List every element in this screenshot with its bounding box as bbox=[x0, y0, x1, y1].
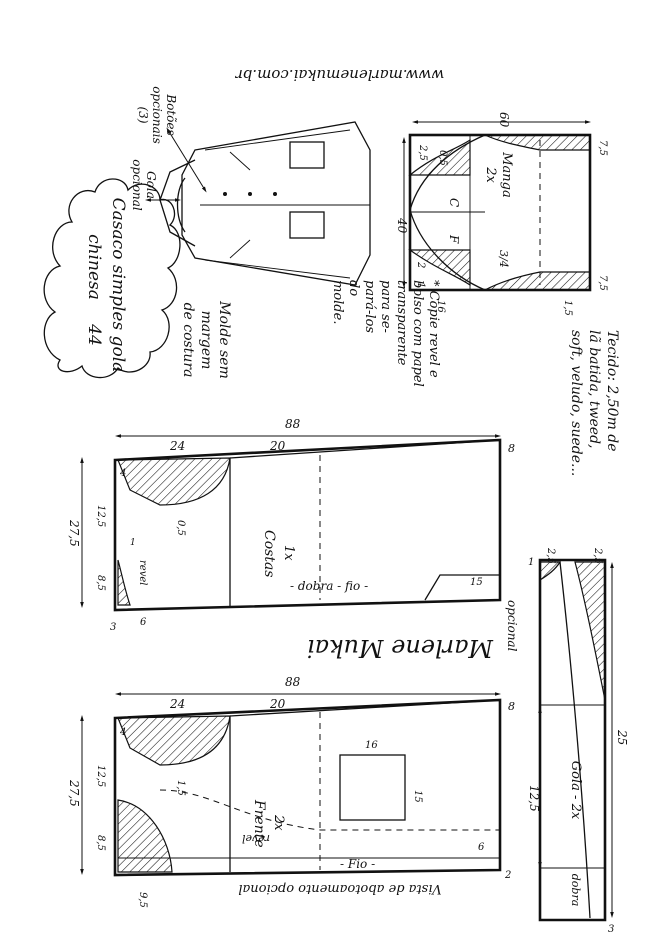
manga-dim-hem-side: 1,5 bbox=[562, 300, 573, 316]
costas-dobra-label: - dobra - fio - bbox=[290, 579, 368, 593]
frente-fio-label: - Fio - bbox=[340, 857, 375, 871]
manga-label-f: F bbox=[447, 234, 461, 244]
frente-pattern bbox=[113, 698, 502, 877]
manga-dim-width: 40 bbox=[395, 217, 409, 234]
manga-label-c: C bbox=[447, 198, 461, 207]
manga-dim-cap-f: 2 bbox=[415, 261, 426, 268]
copie-note-2: bolso com papel bbox=[410, 280, 425, 387]
frente-dim-width: 24 bbox=[169, 697, 185, 711]
manga-dim-length: 60 bbox=[497, 112, 511, 128]
costas-dim-small: 1 bbox=[130, 538, 136, 548]
molde-note-1: Molde sem bbox=[216, 300, 232, 379]
frente-revel-label: revel bbox=[242, 832, 270, 845]
frente-dim-pocket-in: 6 bbox=[478, 842, 485, 853]
gola-name: Gola - 2x bbox=[568, 761, 583, 820]
botoes-label-2: opcionais bbox=[150, 86, 164, 144]
manga-dim-cap-top: 2,5 bbox=[417, 144, 428, 161]
molde-note-2: margem bbox=[198, 311, 214, 370]
frente-dim-pocket-h: 15 bbox=[412, 790, 423, 803]
frente-dim-hem-in: 20 bbox=[269, 697, 286, 711]
frente-dim-length: 88 bbox=[285, 675, 301, 689]
frente-dim-seg-a: 12,5 bbox=[95, 765, 106, 787]
gola-pattern bbox=[538, 558, 607, 922]
costas-dim-seg-b: 8,5 bbox=[95, 575, 106, 591]
molde-note-3: de costura bbox=[180, 303, 196, 378]
gola-opcional-1: Gola bbox=[144, 171, 158, 199]
frente-dim-end: 8 bbox=[508, 700, 515, 713]
manga-dim-quarter: 3/4 bbox=[497, 250, 510, 268]
gola-opcional-2: opcional bbox=[130, 159, 144, 211]
title-size: 44 bbox=[84, 323, 104, 346]
costas-dim-hem-in: 20 bbox=[269, 439, 286, 453]
costas-dim-armhole: 0,5 bbox=[175, 520, 186, 536]
gola-dim-end-b: 3 bbox=[608, 924, 614, 935]
costas-revel-label: revel bbox=[137, 560, 148, 585]
gola-dim-h2: 25 bbox=[615, 729, 629, 745]
manga-dim-cuff-b: 7,5 bbox=[597, 275, 608, 291]
tecido-note-3: soft, veludo, suede... bbox=[568, 330, 584, 476]
manga-name: Manga bbox=[499, 151, 514, 198]
copie-note-1: * Copie revel e bbox=[426, 280, 441, 378]
manga-dim-bottom: 16 bbox=[435, 300, 446, 313]
manga-pattern bbox=[408, 133, 592, 292]
manga-dim-cap-low: 1 bbox=[415, 282, 426, 288]
manga-count: 2x bbox=[483, 166, 498, 183]
costas-dim-length: 88 bbox=[285, 417, 301, 431]
title-line1: Casaco simples gola bbox=[108, 198, 128, 373]
manga-dim-cuff-a: 7,5 bbox=[597, 140, 608, 156]
website-text: www.marlenemukai.com.br bbox=[235, 66, 445, 84]
costas-count: 1x bbox=[281, 545, 296, 561]
costas-dim-end: 8 bbox=[508, 442, 515, 455]
costas-opcional-label: opcional bbox=[505, 600, 519, 652]
frente-name: Frente bbox=[251, 799, 267, 848]
botoes-label-3: (3) bbox=[136, 107, 150, 124]
tecido-note-1: Tecido: 2,50m de bbox=[604, 330, 620, 452]
frente-dim-armhole: 1,5 bbox=[175, 780, 186, 796]
title-cloud: Casaco simples gola chinesa 44 bbox=[43, 178, 181, 379]
costas-dim-width: 24 bbox=[169, 439, 185, 453]
costas-dim-top: 27,5 bbox=[67, 519, 81, 547]
costas-name: Costas bbox=[261, 530, 277, 577]
frente-count: 2x bbox=[271, 814, 286, 831]
costas-dim-front: 6 bbox=[140, 617, 147, 628]
frente-dim-seg-b: 8,5 bbox=[95, 835, 106, 851]
gola-dim-end-a: 1 bbox=[528, 557, 534, 568]
frente-dim-neck: 9,5 bbox=[137, 892, 148, 908]
frente-dim-pocket-w: 16 bbox=[365, 740, 378, 751]
title-line2: chinesa bbox=[84, 234, 104, 300]
copie-note-6: do bbox=[346, 280, 361, 296]
signature: Marlene Mukai bbox=[307, 634, 494, 662]
costas-pattern bbox=[113, 438, 502, 612]
gola-dim-top-b: 2,5 bbox=[592, 547, 603, 564]
costas-dim-slit: 15 bbox=[470, 577, 483, 588]
jacket-illustration bbox=[159, 121, 371, 286]
copie-note-4: para se- bbox=[378, 280, 393, 333]
botoes-label-1: Botões bbox=[164, 93, 178, 135]
frente-dim-shoulder: 4 bbox=[119, 727, 126, 738]
frente-dim-top: 27,5 bbox=[67, 779, 81, 807]
manga-dim-cap-mid: 0,5 bbox=[437, 150, 448, 166]
copie-note-3: transparente bbox=[394, 280, 409, 366]
gola-dim-h1: 12,5 bbox=[527, 785, 541, 812]
frente-vista-label: Vista de abotoamento opcional bbox=[238, 881, 441, 896]
frente-dim-edge: 2 bbox=[504, 870, 511, 881]
costas-dim-neck: 3 bbox=[110, 622, 116, 633]
copie-note-7: molde. bbox=[330, 280, 345, 324]
tecido-note-2: lã batida, tweed, bbox=[586, 330, 602, 449]
costas-dim-seg-a: 12,5 bbox=[95, 505, 106, 527]
costas-dim-shoulder: 4 bbox=[119, 468, 126, 479]
gola-dim-top-a: 2,5 bbox=[545, 547, 556, 564]
gola-dobra-label: dobra bbox=[569, 874, 582, 907]
copie-note-5: pará-los bbox=[362, 280, 377, 333]
